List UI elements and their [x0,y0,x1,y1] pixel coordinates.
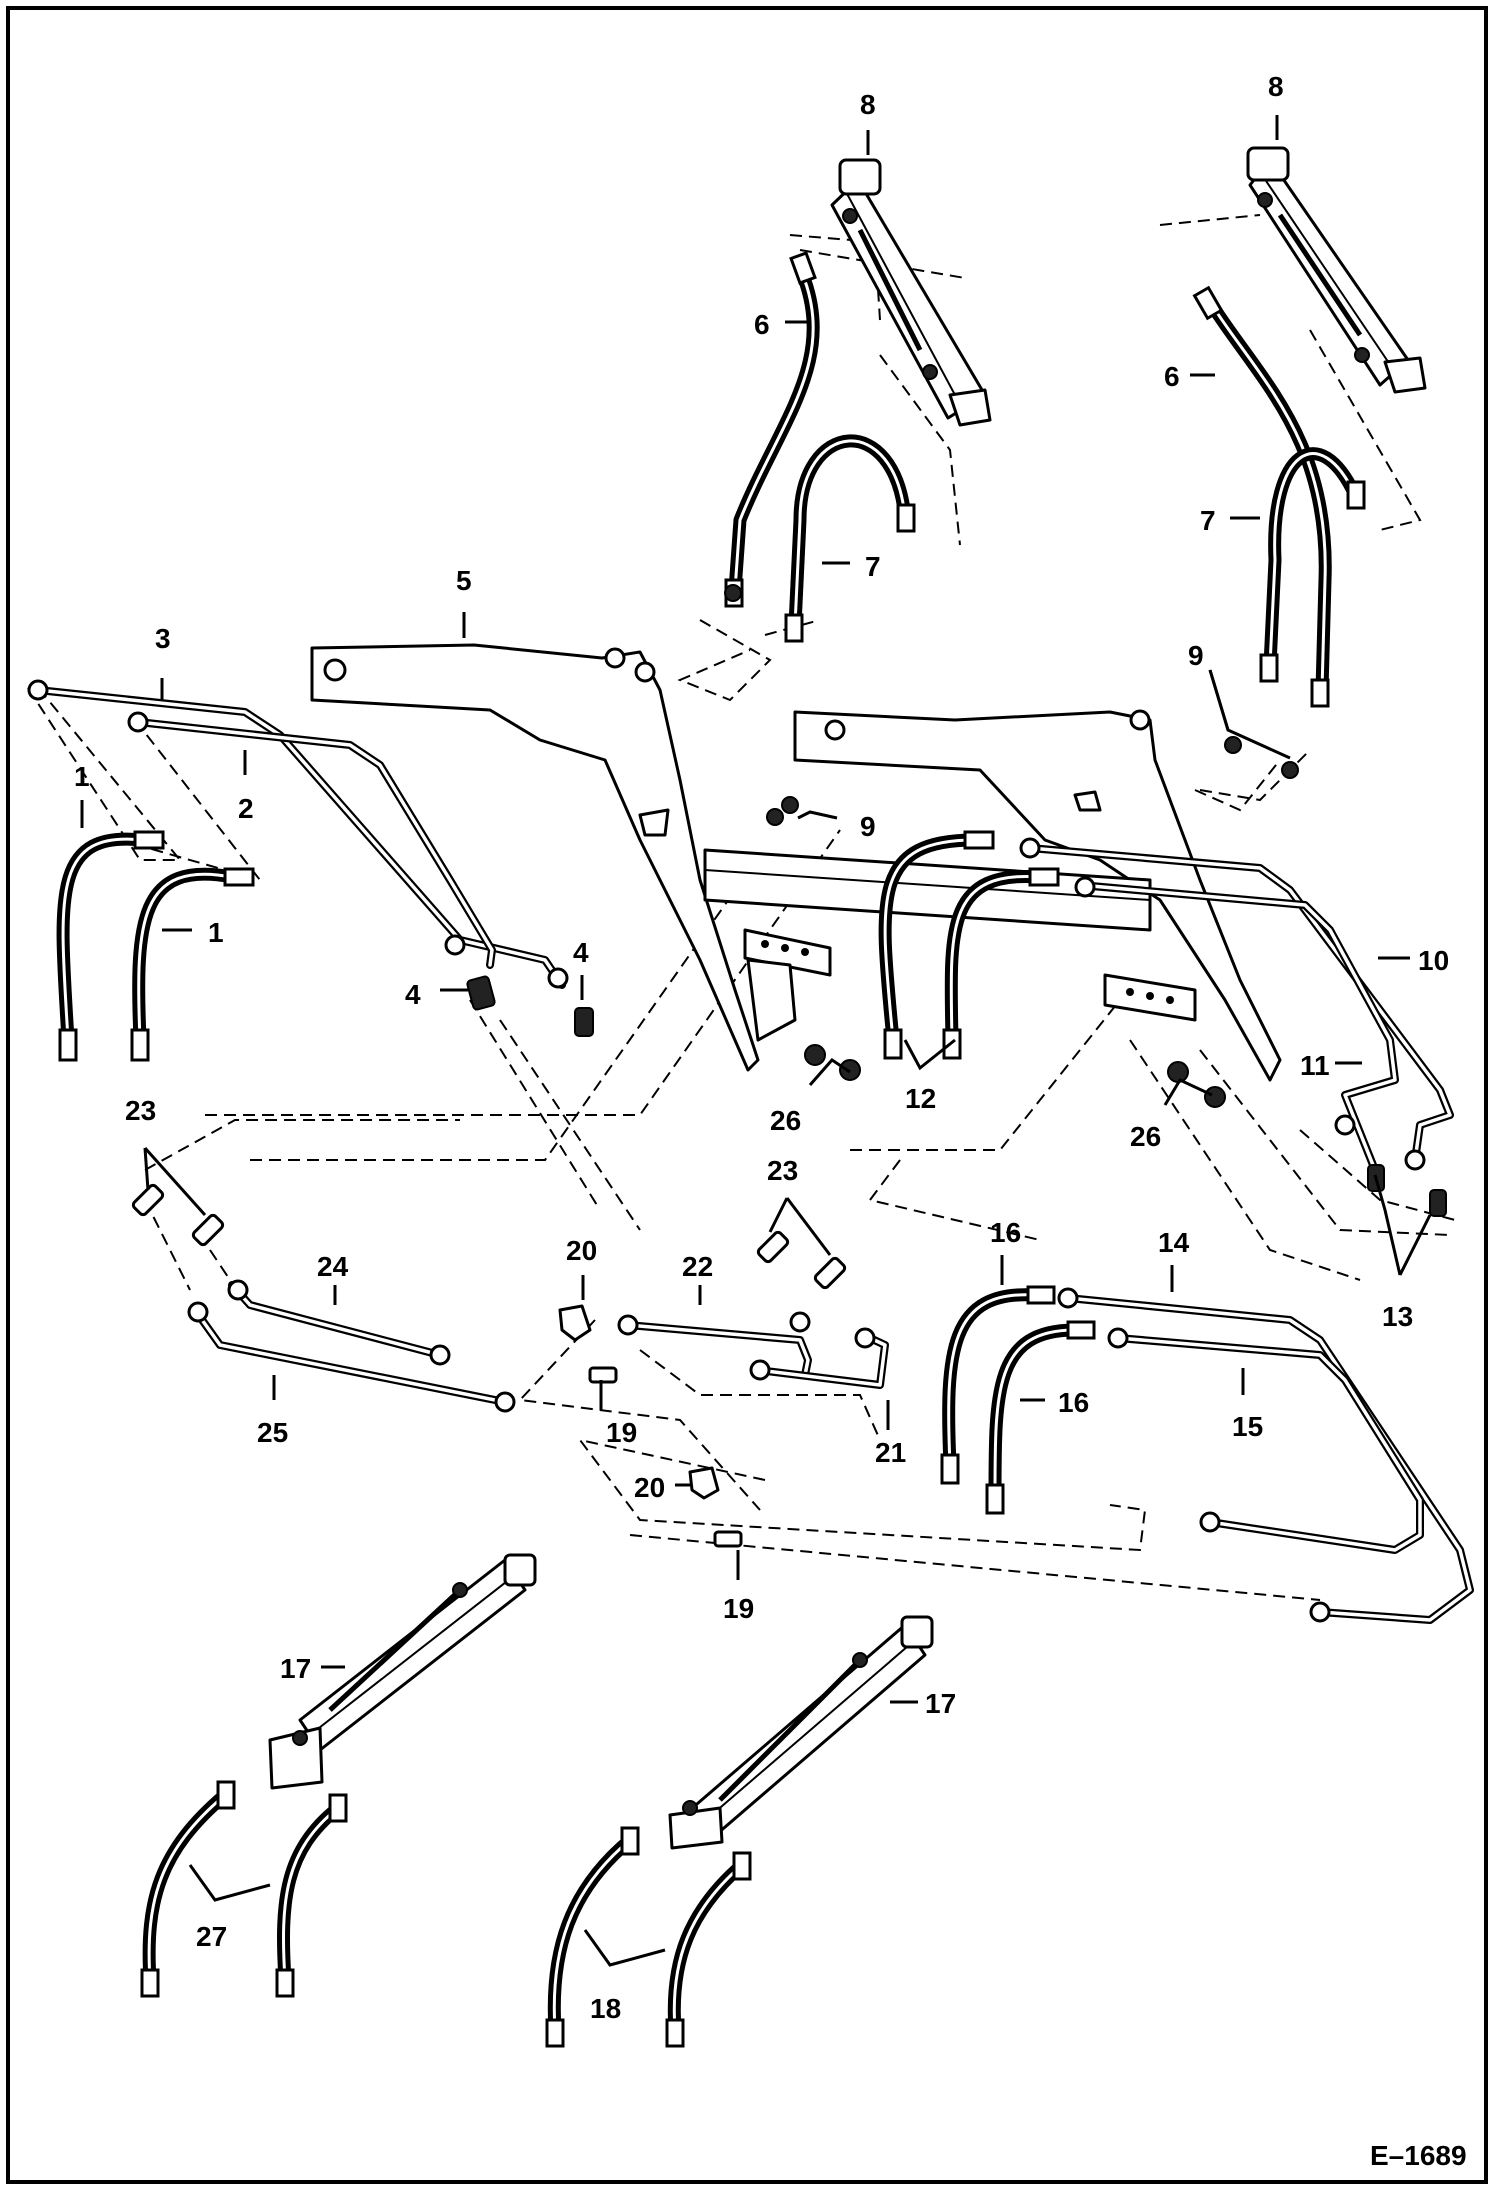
callout-24: 24 [317,1251,349,1282]
callout-11: 11 [1300,1050,1330,1081]
callout-2: 2 [238,793,254,824]
callout-20: 20 [634,1472,665,1503]
hose-7-right [1259,447,1366,683]
hose-12-a [878,830,995,1060]
cylinder-17-right [668,1615,934,1850]
callout-23: 23 [767,1155,798,1186]
callout-9: 9 [860,811,876,842]
tube-15 [1107,1327,1424,1554]
callout-15: 15 [1232,1411,1263,1442]
callout-8: 8 [860,89,876,120]
tube-fittings-10-11 [1019,837,1426,1171]
cylinder-17-left [268,1553,537,1790]
callout-7: 7 [865,551,881,582]
tube-2 [134,718,496,969]
callout-3: 3 [155,623,171,654]
nuts-26 [804,1044,1226,1108]
tube-10 [1026,844,1454,1164]
tube-14 [1057,1287,1474,1624]
fittings-23 [131,1183,847,1290]
hose-1-b [130,867,255,1062]
callout-19: 19 [606,1417,637,1448]
hose-1-a [56,830,165,1062]
leader-lines [80,115,1432,1967]
callout-9: 9 [1188,640,1204,671]
restrictor-4 [466,975,594,1037]
callout-13: 13 [1382,1301,1413,1332]
callout-18: 18 [590,1993,621,2024]
callout-22: 22 [682,1251,713,1282]
callout-27: 27 [196,1921,227,1952]
hose-18-b [665,1851,752,2048]
callout-8: 8 [1268,71,1284,102]
cylinder-upper-left [830,158,992,427]
tube-22 [617,1311,812,1379]
callout-16: 16 [1058,1387,1089,1418]
tube-3 [34,686,566,989]
cross-tube [703,848,1152,932]
cylinder-upper-right [1246,146,1427,394]
boom-arm-right [793,709,1282,1082]
elbow-20 [558,1304,720,1500]
tube-fittings-3-2 [27,679,569,989]
callout-10: 10 [1418,945,1449,976]
tube-21 [749,1327,889,1389]
callout-5: 5 [456,565,472,596]
callout-23: 23 [125,1095,156,1126]
union-19 [588,1366,743,1548]
callout-26: 26 [1130,1121,1161,1152]
callout-labels: 1 1 2 3 4 4 5 6 6 7 7 8 8 9 9 10 11 12 1… [74,71,1449,2024]
boom-arm-left [310,643,760,1072]
valve-block-left [743,928,832,1042]
callout-6: 6 [1164,361,1180,392]
callout-14: 14 [1158,1227,1190,1258]
assembly-guide-lines [27,214,1456,1601]
callout-12: 12 [905,1083,936,1114]
callout-4: 4 [405,979,421,1010]
callout-4: 4 [573,937,589,968]
callout-7: 7 [1200,505,1216,536]
callout-6: 6 [754,309,770,340]
callout-25: 25 [257,1417,288,1448]
drawing-code: E–1689 [1370,2140,1467,2171]
callout-21: 21 [875,1437,906,1468]
fittings-9 [724,584,1299,826]
callout-26: 26 [770,1105,801,1136]
drawing-frame [6,6,1488,2184]
tube-25 [187,1301,516,1413]
callout-20: 20 [566,1235,597,1266]
callout-16: 16 [990,1217,1021,1248]
hose-16-a [940,1285,1056,1485]
hose-27-b [275,1793,348,1998]
tube-11 [1076,881,1399,1174]
hose-6-right [1192,285,1332,708]
hose-16-b [985,1320,1096,1515]
valve-block-right [1103,973,1197,1022]
callout-17: 17 [280,1653,311,1684]
hose-7-left [784,434,916,643]
callout-17: 17 [925,1688,956,1719]
hose-12-b [942,867,1060,1060]
callout-19: 19 [723,1593,754,1624]
callout-1: 1 [208,917,224,948]
callout-1: 1 [74,761,90,792]
hose-27-a [140,1780,236,1998]
hose-18-a [545,1826,640,2048]
tube-24 [227,1279,451,1366]
